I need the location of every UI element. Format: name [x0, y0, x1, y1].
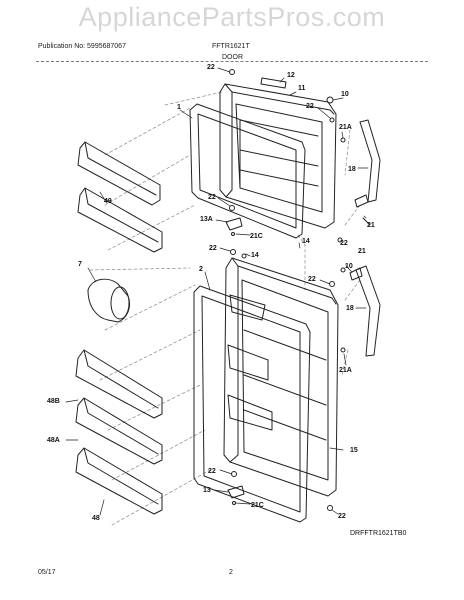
lower-door-bin-48b: [75, 349, 163, 419]
header-divider: [36, 61, 428, 62]
callout-7: 7: [78, 261, 82, 268]
callout-22: 22: [340, 240, 348, 247]
callout-22: 22: [306, 103, 314, 110]
lower-door-bin-48a: [75, 397, 163, 465]
callout-13: 13: [203, 487, 211, 494]
callout-22: 22: [209, 245, 217, 252]
callout-11: 11: [298, 85, 306, 92]
footer-page-number: 2: [229, 569, 233, 576]
leader-lines: [65, 67, 369, 516]
upper-door-bin-2: [77, 187, 163, 253]
callout-13a: 13A: [200, 216, 213, 223]
callout-21: 21: [358, 248, 366, 255]
callout-49: 49: [104, 198, 112, 205]
alignment-lines: [89, 91, 361, 526]
top-door-shell: [219, 83, 337, 229]
callout-21: 21: [367, 222, 375, 229]
lower-door-bin-48: [75, 447, 163, 515]
callout-10: 10: [341, 91, 349, 98]
callout-10: 10: [345, 263, 353, 270]
publication-number: Publication No: 5995687067: [38, 43, 126, 50]
callout-21c: 21C: [250, 233, 263, 240]
callout-15: 15: [350, 447, 358, 454]
callout-21a: 21A: [339, 124, 352, 131]
butter-container: [87, 278, 131, 323]
hardware-parts: [225, 69, 371, 511]
trim-strip: [260, 77, 287, 89]
callout-1: 1: [177, 104, 181, 111]
top-handle: [359, 119, 381, 203]
callout-21c: 21C: [251, 502, 264, 509]
callout-labels: 22 12 11 1 10 22 21A 18 21 49 22 13A 21C…: [47, 64, 375, 522]
model-number: FFTR1621T: [212, 43, 250, 50]
callout-22: 22: [208, 194, 216, 201]
callout-21a: 21A: [339, 367, 352, 374]
callout-22: 22: [208, 468, 216, 475]
callout-22: 22: [207, 64, 215, 71]
bottom-door-shell: [223, 257, 339, 497]
section-title: DOOR: [222, 54, 243, 61]
callout-2: 2: [199, 266, 203, 273]
diagram-code: DRFFTR1621TB0: [350, 530, 407, 537]
callout-22: 22: [338, 513, 346, 520]
bottom-handle: [355, 265, 381, 357]
callout-48a: 48A: [47, 437, 60, 444]
callout-18: 18: [348, 166, 356, 173]
callout-48: 48: [92, 515, 100, 522]
callout-22: 22: [308, 276, 316, 283]
footer-date: 05/17: [38, 569, 56, 576]
watermark: AppliancePartsPros.com: [78, 2, 386, 32]
callout-12: 12: [287, 72, 295, 79]
callout-14: 14: [302, 238, 310, 245]
bottom-door-gasket: [193, 285, 311, 523]
top-door-gasket: [189, 103, 306, 239]
callout-48b: 48B: [47, 398, 60, 405]
callout-18: 18: [346, 305, 354, 312]
callout-14: 14: [251, 252, 259, 259]
upper-door-bin-1: [77, 141, 161, 206]
